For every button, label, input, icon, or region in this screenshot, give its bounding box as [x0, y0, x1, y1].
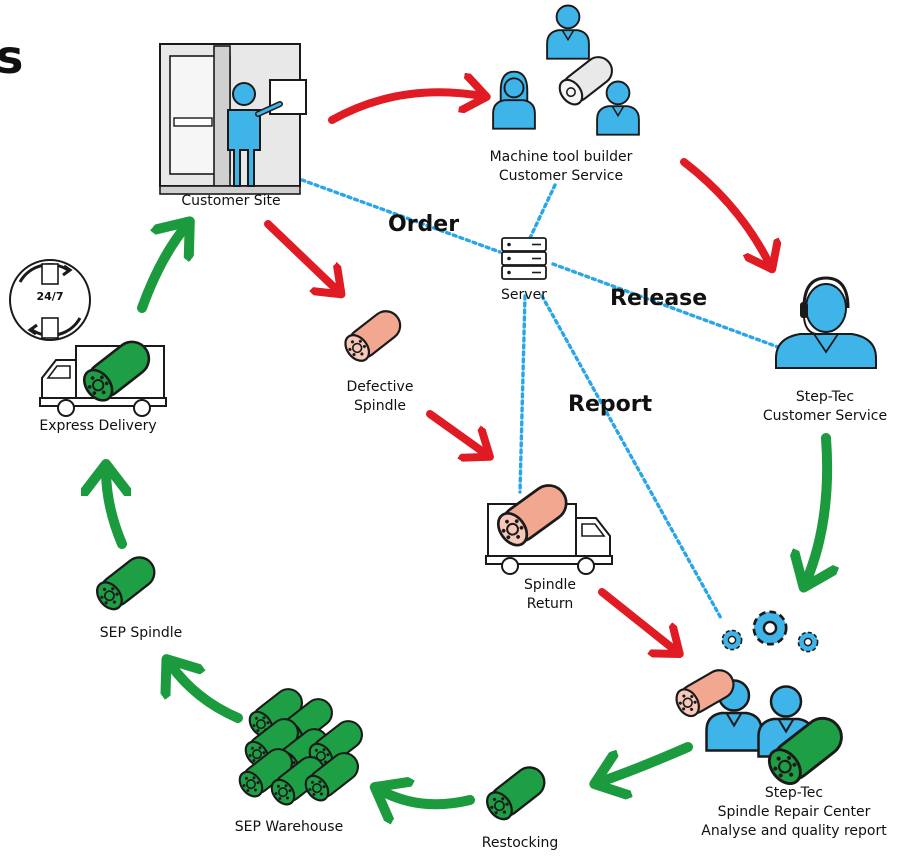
express-truck-icon — [39, 333, 167, 417]
arrow-sep-to-express — [106, 470, 122, 549]
restocking-spindle-icon — [480, 760, 552, 826]
green-flow-arrows — [106, 226, 827, 804]
badge-24-7: 24/7 — [36, 290, 64, 303]
network-links — [300, 178, 780, 622]
arrow-restocking-to-warehouse — [380, 790, 475, 804]
arrow-customer-to-builder — [328, 92, 482, 124]
label-warehouse: SEP Warehouse — [234, 819, 344, 835]
label-customer-site: Customer Site — [181, 193, 281, 209]
return-truck-icon — [485, 477, 613, 575]
link-server-steptec — [551, 262, 780, 349]
team-icon — [492, 4, 640, 136]
label-server: Server — [501, 287, 547, 303]
sep-spindle-icon — [90, 550, 162, 616]
arrow-warehouse-to-sep — [170, 664, 243, 723]
arrow-return-to-repair — [598, 588, 676, 651]
server-icon — [501, 237, 547, 280]
link-server-truck — [518, 294, 527, 494]
arrow-customer-to-defective — [264, 220, 338, 291]
link-customer-server — [300, 178, 502, 254]
label-repair-center: Step-Tec Spindle Repair Center Analyse a… — [701, 785, 887, 839]
repair-team-icon — [670, 663, 851, 791]
arrow-express-to-customer — [137, 226, 186, 313]
arrow-defective-to-return — [426, 410, 486, 454]
label-sep-spindle: SEP Spindle — [99, 625, 183, 641]
title-fragment: s — [0, 30, 24, 84]
label-link-order: Order — [388, 212, 460, 237]
clock-cycle-icon — [9, 259, 91, 341]
label-spindle-return: Spindle Return — [524, 577, 576, 612]
label-steptec-service: Step-Tec Customer Service — [762, 389, 888, 424]
gears-icon — [721, 610, 819, 653]
spindle-stack-icon — [234, 682, 369, 810]
label-defective-spindle: Defective Spindle — [346, 379, 414, 414]
link-builder-server — [528, 183, 557, 240]
headset-agent-icon — [775, 276, 877, 369]
operator-icon — [227, 82, 283, 187]
label-link-report: Report — [568, 392, 653, 417]
label-restocking: Restocking — [481, 835, 559, 851]
link-server-repair — [540, 294, 724, 622]
red-flow-arrows — [264, 92, 770, 651]
label-machine-builder: Machine tool builder Customer Service — [489, 149, 633, 184]
arrow-builder-to-steptec — [680, 158, 770, 265]
arrow-steptec-to-repair — [806, 433, 827, 582]
defective-spindle-icon — [339, 304, 407, 367]
label-express-delivery: Express Delivery — [39, 418, 157, 434]
arrow-repair-to-restocking — [600, 742, 693, 782]
label-link-release: Release — [610, 286, 708, 311]
